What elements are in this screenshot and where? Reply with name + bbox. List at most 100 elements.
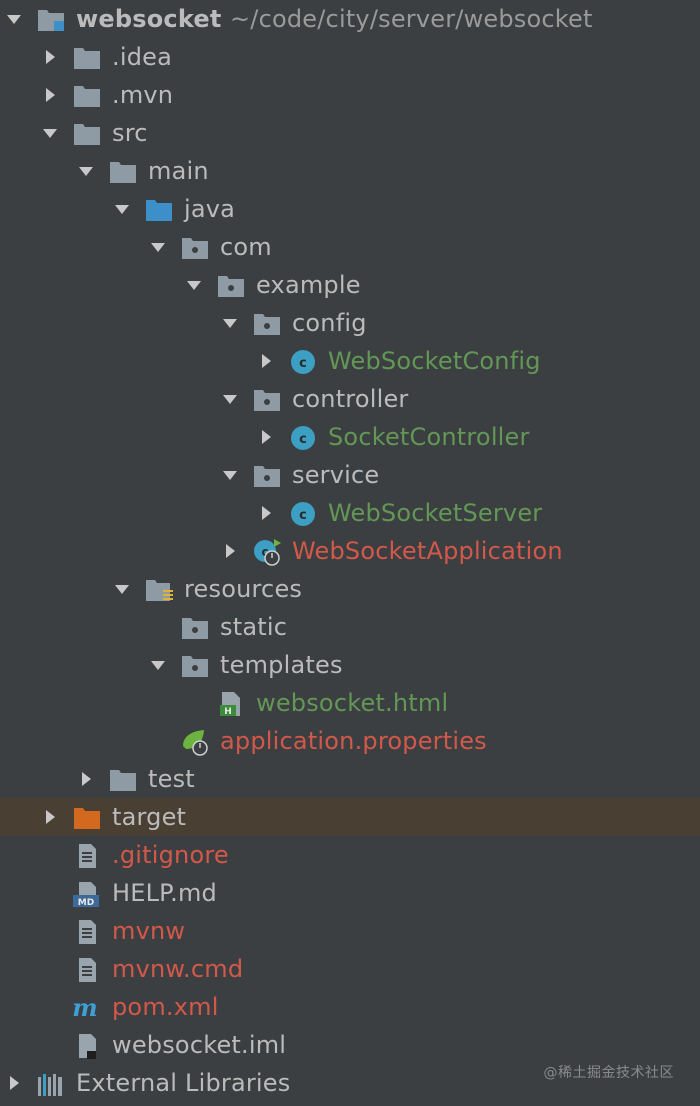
tree-item-label: service [292,461,380,489]
source-folder-icon [144,196,174,224]
tree-item-label: java [184,195,236,223]
java-class-icon: c [288,348,318,376]
svg-text:MD: MD [78,898,94,908]
resources-folder-icon [144,576,174,604]
tree-row[interactable]: application.properties [0,722,700,760]
svg-text:H: H [224,707,232,717]
package-icon [252,310,282,338]
text-file-icon [72,918,102,946]
tree-row[interactable]: java [0,190,700,228]
tree-item-label: mvnw.cmd [112,955,244,983]
package-icon [180,614,210,642]
expanded-arrow-icon[interactable] [78,163,94,179]
tree-item-label: .idea [112,43,173,71]
expanded-arrow-icon[interactable] [6,11,22,27]
tree-row[interactable]: static [0,608,700,646]
collapsed-arrow-icon[interactable] [258,353,274,369]
tree-item-label: config [292,309,367,337]
collapsed-arrow-icon[interactable] [42,809,58,825]
libraries-icon [36,1070,66,1098]
expanded-arrow-icon[interactable] [114,201,130,217]
tree-row[interactable]: .idea [0,38,700,76]
tree-row[interactable]: src [0,114,700,152]
text-file-icon [72,956,102,984]
expanded-arrow-icon[interactable] [114,581,130,597]
java-class-icon: c [288,500,318,528]
tree-row[interactable]: templates [0,646,700,684]
folder-icon [108,766,138,794]
collapsed-arrow-icon[interactable] [78,771,94,787]
tree-item-label: static [220,613,288,641]
java-class-icon: c [288,424,318,452]
collapsed-arrow-icon[interactable] [258,505,274,521]
collapsed-arrow-icon[interactable] [258,429,274,445]
tree-item-label: websocket.html [256,689,449,717]
expanded-arrow-icon[interactable] [222,391,238,407]
tree-row[interactable]: config [0,304,700,342]
tree-row[interactable]: target [0,798,700,836]
expanded-arrow-icon[interactable] [150,239,166,255]
tree-row[interactable]: com [0,228,700,266]
tree-item-label: websocket.iml [112,1031,287,1059]
tree-item-label: mvnw [112,917,186,945]
tree-item-label: WebSocketServer [328,499,543,527]
tree-item-label: WebSocketConfig [328,347,541,375]
expanded-arrow-icon[interactable] [42,125,58,141]
tree-row[interactable]: mvnw.cmd [0,950,700,988]
tree-row[interactable]: External Libraries [0,1064,700,1102]
tree-item-label: main [148,157,209,185]
collapsed-arrow-icon[interactable] [42,87,58,103]
package-icon [180,652,210,680]
package-icon [216,272,246,300]
tree-row[interactable]: resources [0,570,700,608]
watermark: @稀土掘金技术社区 [543,1065,674,1081]
tree-item-label: pom.xml [112,993,219,1021]
collapsed-arrow-icon[interactable] [42,49,58,65]
tree-row[interactable]: c WebSocketServer [0,494,700,532]
package-icon [252,462,282,490]
html-file-icon: H [216,690,246,718]
tree-row[interactable]: c WebSocketConfig [0,342,700,380]
tree-row[interactable]: example [0,266,700,304]
expanded-arrow-icon[interactable] [150,657,166,673]
expanded-arrow-icon[interactable] [222,467,238,483]
svg-text:m: m [72,994,97,1022]
expanded-arrow-icon[interactable] [186,277,202,293]
tree-row[interactable]: .gitignore [0,836,700,874]
project-path: ~/code/city/server/websocket [230,5,593,33]
tree-row[interactable]: controller [0,380,700,418]
tree-item-label: src [112,119,148,147]
folder-icon [72,120,102,148]
collapsed-arrow-icon[interactable] [6,1075,22,1091]
tree-row[interactable]: test [0,760,700,798]
tree-item-label: templates [220,651,343,679]
svg-text:c: c [299,432,307,447]
tree-row[interactable]: service [0,456,700,494]
module-folder-icon [36,6,66,34]
tree-row[interactable]: .mvn [0,76,700,114]
tree-row[interactable]: m pom.xml [0,988,700,1026]
tree-item-label: test [148,765,195,793]
tree-item-label: .gitignore [112,841,229,869]
folder-icon [72,82,102,110]
tree-item-label: com [220,233,272,261]
tree-row[interactable]: main [0,152,700,190]
tree-row[interactable]: websocket ~/code/city/server/websocket [0,0,700,38]
tree-row[interactable]: mvnw [0,912,700,950]
collapsed-arrow-icon[interactable] [222,543,238,559]
markdown-file-icon: MD [72,880,102,908]
package-icon [252,386,282,414]
tree-item-label: websocket [76,5,222,33]
tree-row[interactable]: MD HELP.md [0,874,700,912]
svg-text:c: c [299,508,307,523]
tree-item-label: External Libraries [76,1069,291,1097]
tree-row[interactable]: websocket.iml [0,1026,700,1064]
spring-boot-class-icon: c [252,538,282,566]
tree-item-label: HELP.md [112,879,217,907]
expanded-arrow-icon[interactable] [222,315,238,331]
folder-icon [108,158,138,186]
